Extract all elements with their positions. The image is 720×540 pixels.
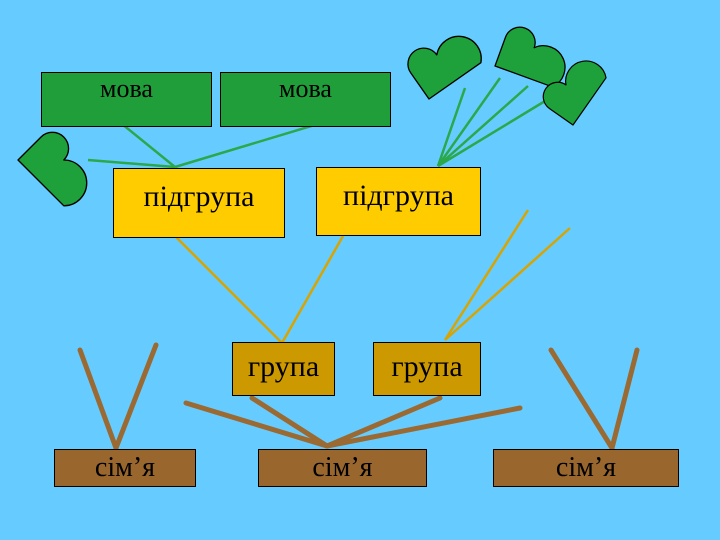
heart-leaf-icon bbox=[17, 124, 104, 212]
family-label: сім’я bbox=[555, 452, 617, 483]
family-branches bbox=[77, 342, 640, 451]
branch-line bbox=[437, 85, 529, 167]
subgroup-box: підгрупа bbox=[113, 168, 285, 238]
heart-leaf-icon bbox=[401, 19, 487, 100]
language-label: мова bbox=[100, 73, 153, 103]
branch-line bbox=[87, 158, 176, 169]
branch-line bbox=[444, 227, 571, 341]
branch-line bbox=[548, 347, 615, 451]
branch-line bbox=[121, 123, 176, 168]
language-box: мова bbox=[41, 72, 212, 127]
group-box: група bbox=[232, 342, 335, 396]
group-label: група bbox=[391, 350, 463, 383]
subgroup-label: підгрупа bbox=[343, 178, 454, 212]
branch-line bbox=[436, 87, 467, 167]
branch-line bbox=[280, 235, 345, 344]
branch-line bbox=[324, 395, 443, 449]
family-box: сім’я bbox=[258, 449, 427, 487]
group-box: група bbox=[373, 342, 481, 396]
branch-line bbox=[324, 405, 523, 449]
language-branches bbox=[87, 77, 556, 169]
family-label: сім’я bbox=[94, 452, 156, 483]
language-box: мова bbox=[220, 72, 391, 127]
branch-line bbox=[174, 235, 283, 344]
group-branches bbox=[174, 209, 571, 344]
branch-line bbox=[174, 122, 319, 169]
subgroup-box: підгрупа bbox=[316, 167, 481, 236]
subgroup-label: підгрупа bbox=[143, 180, 255, 213]
family-label: сім’я bbox=[312, 452, 373, 483]
branch-line bbox=[183, 400, 330, 449]
branch-line bbox=[609, 347, 640, 451]
family-box: сім’я bbox=[54, 449, 196, 487]
language-label: мова bbox=[279, 73, 332, 103]
heart-leaf-icon bbox=[494, 22, 575, 90]
branch-line bbox=[77, 347, 119, 451]
branch-line bbox=[113, 342, 159, 451]
branch-line bbox=[249, 395, 330, 449]
branch-line bbox=[443, 209, 530, 341]
family-box: сім’я bbox=[493, 449, 679, 487]
group-label: група bbox=[247, 350, 320, 383]
branch-line bbox=[436, 77, 502, 167]
branch-line bbox=[437, 93, 556, 168]
